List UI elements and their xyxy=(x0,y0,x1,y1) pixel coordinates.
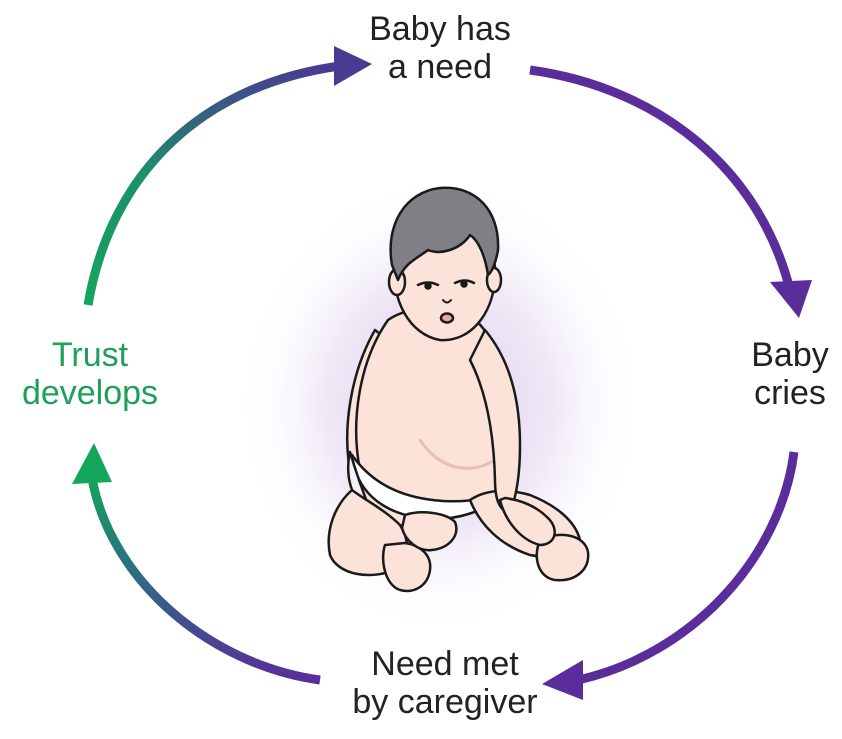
node-cries-line-2: cries xyxy=(735,374,842,412)
baby-mouth xyxy=(441,314,453,323)
baby-right-pupil xyxy=(462,282,467,287)
node-need-line-1: Baby has xyxy=(330,10,550,48)
node-trust-line-2: develops xyxy=(0,374,180,412)
arrow-head-cries-icon xyxy=(770,280,812,318)
arrow-head-trust-icon xyxy=(72,443,112,484)
node-trust-develops: Trust develops xyxy=(0,336,180,412)
node-baby-has-a-need: Baby has a need xyxy=(330,10,550,86)
node-need-line-2: a need xyxy=(330,48,550,86)
baby-left-pupil xyxy=(426,284,431,289)
node-need-met-by-caregiver: Need met by caregiver xyxy=(320,645,570,721)
node-trust-line-1: Trust xyxy=(0,336,180,374)
node-met-line-2: by caregiver xyxy=(320,683,570,721)
node-baby-cries: Baby cries xyxy=(735,336,842,412)
node-cries-line-1: Baby xyxy=(735,336,842,374)
node-met-line-1: Need met xyxy=(320,645,570,683)
